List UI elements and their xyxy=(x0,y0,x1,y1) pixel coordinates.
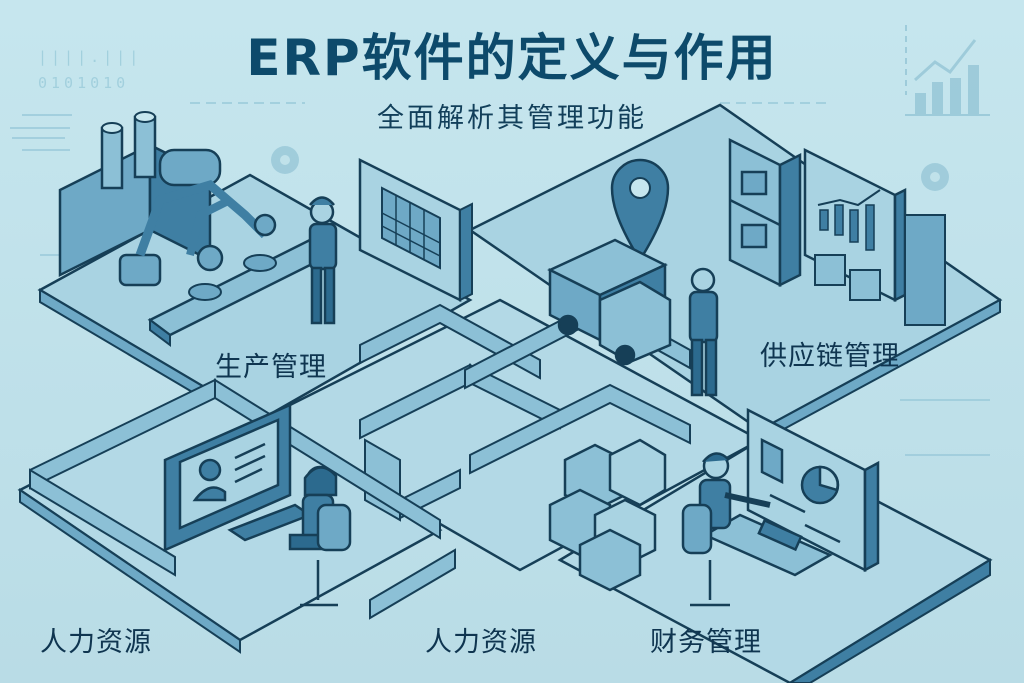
hr-employee-figure xyxy=(288,465,352,607)
label-hr-center: 人力资源 xyxy=(425,627,537,658)
page-title: ERP软件的定义与作用 xyxy=(246,29,778,87)
worker-figure xyxy=(308,196,338,325)
label-production: 生产管理 xyxy=(215,352,327,383)
bg-lines xyxy=(10,102,990,456)
warehouse-shelves xyxy=(728,137,802,288)
label-hr-left: 人力资源 xyxy=(40,627,152,658)
bg-chart-icon xyxy=(905,25,990,116)
location-pin-icon xyxy=(610,158,670,263)
delivery-truck-icon xyxy=(547,238,672,366)
pie-chart-display xyxy=(746,407,880,573)
package-boxes-icon xyxy=(548,438,667,592)
finance-employee-figure xyxy=(681,452,771,607)
page-subtitle: 全面解析其管理功能 xyxy=(377,103,647,134)
robot-arm-icon xyxy=(118,179,277,287)
binary-decoration: 0101010 xyxy=(38,74,130,92)
label-finance: 财务管理 xyxy=(650,627,762,658)
manager-figure xyxy=(688,267,719,397)
conveyor-belt xyxy=(147,238,333,347)
boxes-stack xyxy=(814,214,946,326)
floor-supply-chain xyxy=(467,103,1003,444)
binary-decoration-top: ||||.||| xyxy=(38,48,143,66)
monitor-user-profile-icon xyxy=(163,403,313,552)
bg-gear-icon xyxy=(271,146,949,191)
label-supply-chain: 供应链管理 xyxy=(760,341,900,372)
wall-display xyxy=(358,157,473,303)
